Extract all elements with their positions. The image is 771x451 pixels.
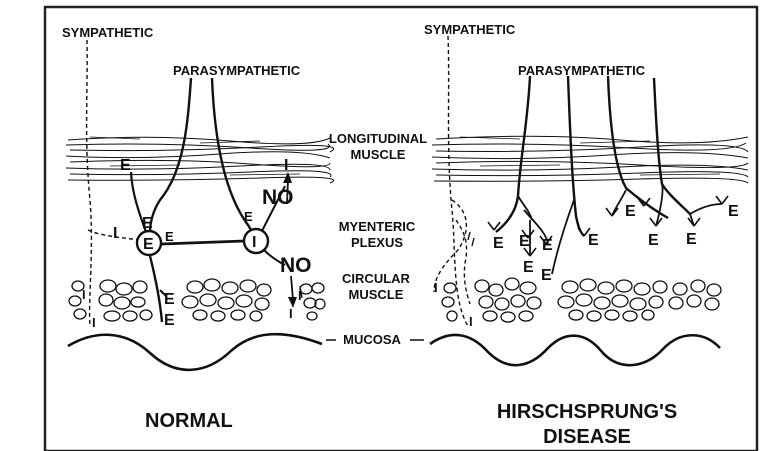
hd-parasympathetic-fiber-1 xyxy=(496,76,530,232)
normal-panel: E I I E E E I E NO NO I I E E I I SYMPAT… xyxy=(62,25,334,432)
hd-circular-muscle xyxy=(442,278,721,322)
hd-i-marker-left: I xyxy=(434,280,438,295)
hd-e-marker-5: E xyxy=(541,267,552,284)
normal-i-sympathetic: I xyxy=(113,225,117,242)
hd-caption-line1: HIRSCHSPRUNG'S xyxy=(497,401,677,423)
normal-longitudinal-muscle xyxy=(66,137,334,183)
hd-caption-line2: DISEASE xyxy=(543,426,631,448)
normal-e-next-to-neuron: E xyxy=(165,229,174,244)
hd-sympathetic-mark xyxy=(468,232,474,246)
hd-e-marker-8: E xyxy=(648,232,659,249)
hd-mucosa-wave xyxy=(430,335,720,365)
normal-i-circular-left: I xyxy=(82,287,86,302)
normal-e-parasympathetic: E xyxy=(142,215,153,232)
normal-e-longitudinal: E xyxy=(120,157,131,174)
normal-parasympathetic-fiber-left xyxy=(150,78,191,232)
normal-circular-muscle xyxy=(69,279,325,321)
hd-sympathetic-branch-right xyxy=(456,220,470,304)
normal-e-circular-2: E xyxy=(164,312,175,329)
layer-longitudinal-line1: LONGITUDINAL xyxy=(329,131,427,146)
normal-no-lower: NO xyxy=(280,254,312,277)
layer-mucosa: MUCOSA xyxy=(343,332,401,347)
normal-sympathetic-label: SYMPATHETIC xyxy=(62,25,154,40)
layer-myenteric-line1: MYENTERIC xyxy=(339,219,416,234)
normal-i-neuron-label: I xyxy=(252,234,256,251)
hd-i-marker-mucosa: I xyxy=(469,314,473,329)
hirschsprung-panel: E E E E E E E E E E I I SYMPATHETIC PARA… xyxy=(424,22,748,448)
normal-sympathetic-fiber xyxy=(87,40,92,326)
normal-caption: NORMAL xyxy=(145,410,233,432)
normal-e-neuron-label: E xyxy=(143,236,154,253)
hd-parasympathetic-label: PARASYMPATHETIC xyxy=(518,63,646,78)
layer-myenteric-line2: PLEXUS xyxy=(351,235,403,250)
hd-branch-2a xyxy=(552,200,574,274)
hd-e-marker-2: E xyxy=(519,233,530,250)
normal-no-arrow-down xyxy=(291,276,293,300)
normal-i-longitudinal: I xyxy=(284,157,288,174)
normal-i-circular-right: I xyxy=(298,288,302,303)
hd-e-marker-9: E xyxy=(686,231,697,248)
hd-e-marker-6: E xyxy=(588,232,599,249)
layer-circular-line1: CIRCULAR xyxy=(342,271,410,286)
hd-sympathetic-label: SYMPATHETIC xyxy=(424,22,516,37)
normal-e-circular-1: E xyxy=(164,291,175,308)
normal-parasympathetic-label: PARASYMPATHETIC xyxy=(173,63,301,78)
normal-e-parasympathetic-right: E xyxy=(244,209,253,224)
layer-circular-line2: MUSCLE xyxy=(349,287,404,302)
hd-e-marker-4: E xyxy=(523,259,534,276)
layer-labels: LONGITUDINAL MUSCLE MYENTERIC PLEXUS CIR… xyxy=(326,131,427,347)
normal-no-upper: NO xyxy=(262,186,294,209)
hd-e-marker-1: E xyxy=(493,235,504,252)
hd-e-marker-10: E xyxy=(728,203,739,220)
hd-branch-4b xyxy=(690,204,722,214)
normal-fiber-to-circular xyxy=(150,256,162,322)
hd-e-marker-7: E xyxy=(625,203,636,220)
hd-longitudinal-muscle xyxy=(432,136,748,183)
normal-i-circular-bottom: I xyxy=(289,306,293,321)
layer-longitudinal-line2: MUSCLE xyxy=(351,147,406,162)
normal-i-mucosa-left: I xyxy=(92,315,96,330)
hd-sympathetic-branch-left xyxy=(434,200,466,292)
hd-e-marker-3: E xyxy=(542,237,553,254)
normal-mucosa-wave xyxy=(68,334,322,370)
normal-plexus-connection xyxy=(162,241,244,244)
